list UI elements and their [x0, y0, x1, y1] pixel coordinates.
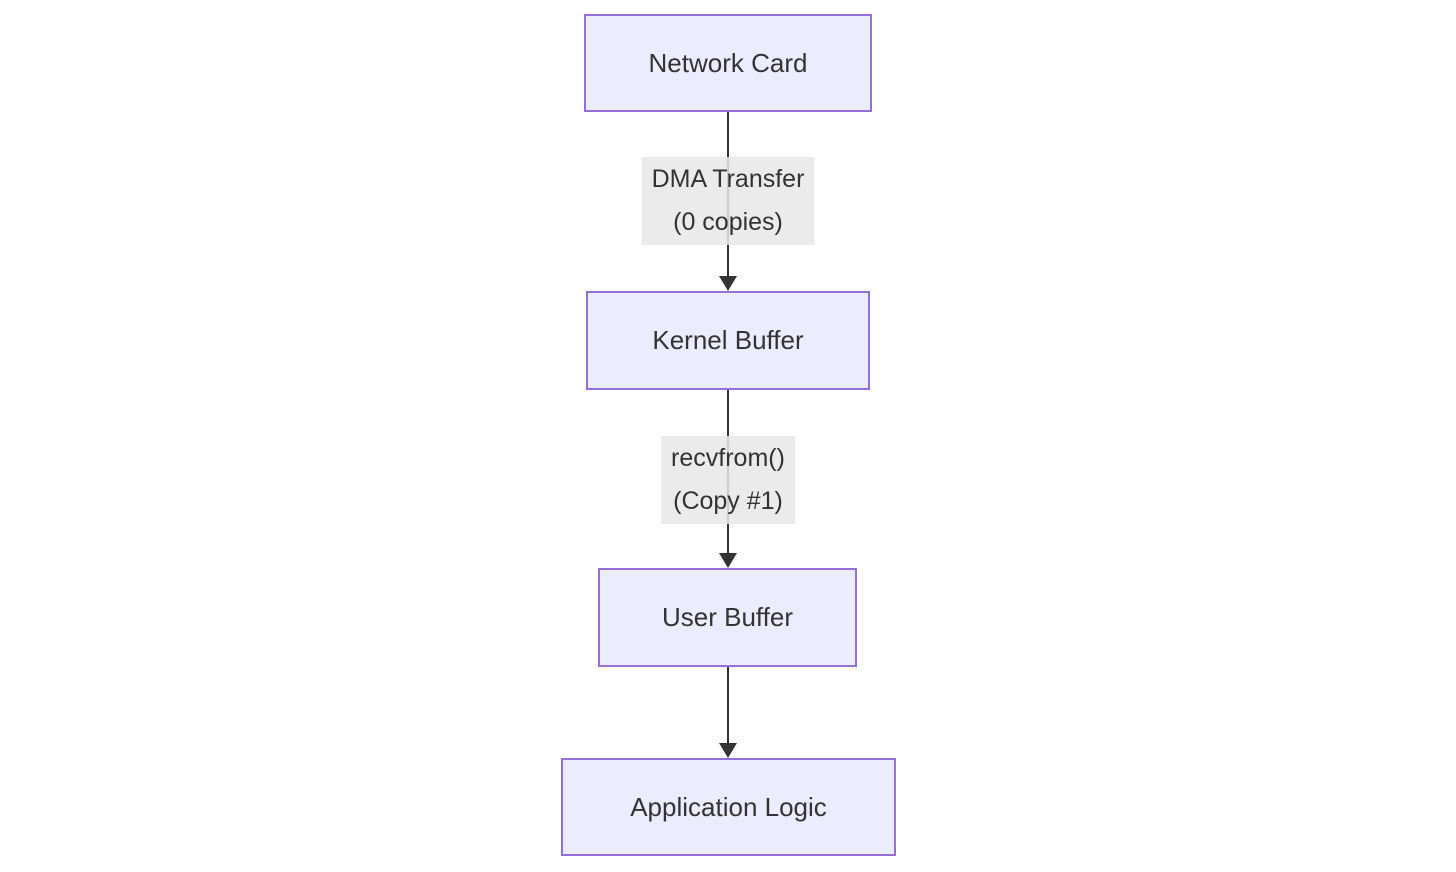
- node-label: Kernel Buffer: [652, 325, 804, 355]
- edge-label-line: recvfrom(): [671, 444, 785, 472]
- node-label: User Buffer: [661, 602, 793, 632]
- node-user-buffer: User Buffer: [598, 568, 857, 667]
- node-kernel-buffer: Kernel Buffer: [586, 291, 870, 390]
- node-label: Network Card: [648, 47, 808, 78]
- node-label: Application Logic: [630, 791, 827, 822]
- edge-user-buffer-to-application-logic: [727, 667, 729, 747]
- arrowhead-down-icon: [719, 553, 737, 568]
- edge-label-dma-transfer: DMA Transfer (0 copies): [641, 157, 815, 245]
- node-network-card: Network Card: [584, 14, 872, 112]
- edge-label-line: DMA Transfer: [651, 165, 805, 193]
- node-application-logic: Application Logic: [561, 758, 896, 856]
- edge-label-line: (0 copies): [673, 208, 783, 236]
- arrowhead-down-icon: [719, 743, 737, 758]
- arrowhead-down-icon: [719, 276, 737, 291]
- edge-label-line: (Copy #1): [673, 487, 783, 515]
- edge-label-recvfrom: recvfrom() (Copy #1): [661, 436, 795, 524]
